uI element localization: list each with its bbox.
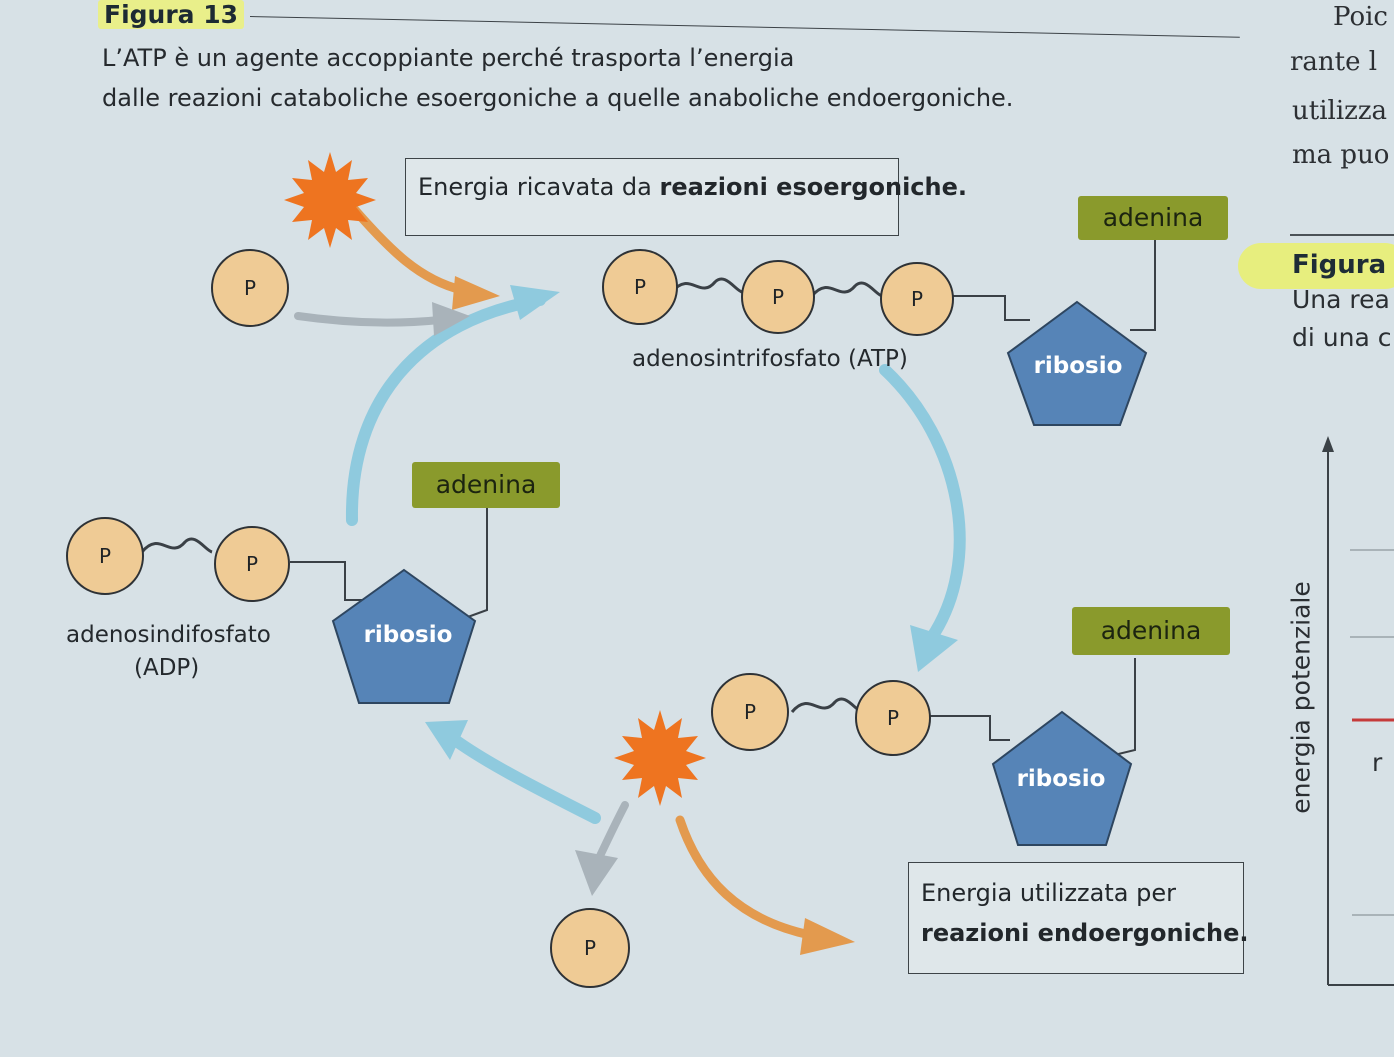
ribose-label: ribosio [1034, 353, 1123, 379]
adp-label-line-1: adenosindifosfato [66, 622, 271, 648]
phosphate-out-arrow [594, 801, 629, 864]
atp-bond-1 [670, 277, 743, 294]
phosphate-in-arrowhead [432, 302, 470, 336]
ribose-atp [1006, 300, 1148, 426]
phosphate-label: P [634, 275, 646, 299]
right-figure-label: Figura [1292, 250, 1387, 280]
adp-link-adenine [464, 505, 488, 619]
energy-out-arrow [675, 815, 815, 940]
energy-in-bold: reazioni esoergoniche. [659, 173, 968, 201]
phosphate-label: P [244, 276, 256, 300]
adp-left-phosphate-2 [214, 526, 290, 602]
ribose-adp-right [991, 710, 1133, 846]
ribose-label: ribosio [364, 622, 453, 648]
right-text-line-3: utilizza [1292, 96, 1388, 126]
adp-link-ribose [290, 561, 370, 601]
phosphate-label: P [744, 700, 756, 724]
atp-phosphate-2 [741, 260, 815, 334]
right-rule [1290, 234, 1394, 236]
sun-icon [284, 152, 376, 248]
energy-out-box: Energia utilizzata per reazioni endoergo… [908, 862, 1249, 974]
energy-in-arrow [350, 205, 467, 295]
adp-right-phosphate-2 [855, 680, 931, 756]
phosphate-in-arrow [294, 312, 444, 327]
atp-link-adenine [1130, 240, 1156, 331]
right-caption-1: Una rea [1292, 285, 1390, 314]
atp-phosphate-1 [602, 249, 678, 325]
ribose-adp-left [331, 568, 477, 704]
energy-in-arrowhead [452, 276, 500, 310]
phosphate-label: P [772, 285, 784, 309]
adenine-box-atp: adenina [1078, 196, 1228, 240]
adp-label-line-2: (ADP) [134, 655, 200, 681]
atp-label: adenosintrifosfato (ATP) [632, 346, 908, 372]
atp-bond-2 [810, 281, 883, 298]
adp-left-phosphate-1 [66, 517, 144, 595]
cycle-arrow-bottom [449, 734, 601, 824]
free-phosphate-out [550, 908, 630, 988]
adp2-link-ribose [930, 715, 1010, 741]
energy-in-prefix: Energia ricavata da [418, 173, 660, 201]
figure-label-highlight [1238, 243, 1394, 289]
figure-title: Figura 13 [98, 0, 245, 29]
cycle-arrow-right [879, 364, 966, 646]
right-text-line-4: ma puo [1292, 140, 1390, 170]
right-text-line-1: Poic [1333, 2, 1388, 32]
cycle-arrowhead-top [510, 285, 560, 320]
right-fragment: r [1372, 748, 1383, 777]
cycle-arrow-top [345, 294, 546, 526]
atp-phosphate-3 [880, 262, 954, 336]
adenine-box-adp-right: adenina [1072, 607, 1230, 655]
adp2-link-adenine [1109, 658, 1136, 757]
right-caption-2: di una c [1292, 323, 1392, 352]
adp-bond-1 [140, 537, 213, 554]
phosphate-out-arrowhead [575, 850, 618, 896]
cycle-arrowhead-bottom [425, 720, 468, 760]
energy-out-arrowhead [800, 918, 855, 955]
sun-icon [614, 710, 706, 806]
energy-out-line-1: Energia utilizzata per [921, 879, 1176, 907]
cycle-arrowhead-right [910, 625, 958, 672]
adp2-bond-1 [790, 697, 863, 714]
atp-link-ribose [950, 295, 1030, 321]
right-text-line-2: rante l [1290, 47, 1378, 77]
energy-out-line-2: reazioni endoergoniche. [921, 919, 1249, 947]
phosphate-label: P [911, 287, 923, 311]
caption-line-1: L’ATP è un agente accoppiante perché tra… [102, 44, 795, 72]
free-phosphate-in [211, 249, 289, 327]
caption-line-2: dalle reazioni cataboliche esoergoniche … [102, 84, 1014, 112]
adenine-box-adp-left: adenina [412, 462, 560, 508]
ribose-label: ribosio [1017, 766, 1106, 792]
phosphate-label: P [887, 706, 899, 730]
adp-right-phosphate-1 [711, 673, 789, 751]
phosphate-label: P [99, 544, 111, 568]
phosphate-label: P [584, 936, 596, 960]
phosphate-label: P [246, 552, 258, 576]
energy-in-box: Energia ricavata da reazioni esoergonich… [405, 158, 967, 236]
